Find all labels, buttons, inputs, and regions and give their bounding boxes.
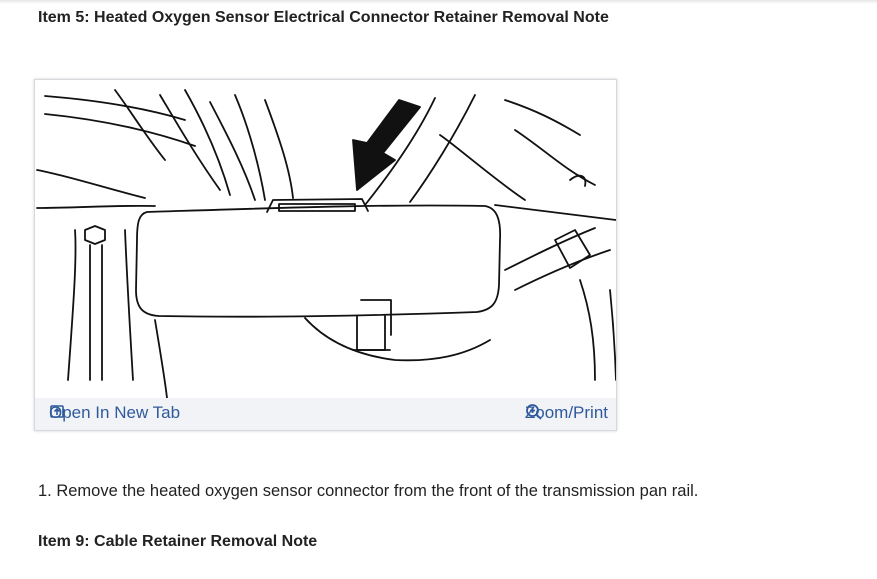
open-in-new-tab-link[interactable]: Open In New Tab (49, 403, 180, 423)
open-in-new-tab-label: Open In New Tab (49, 403, 181, 422)
figure-toolbar: Open In New Tab Zoom/Print (35, 398, 616, 430)
top-shadow-bar (0, 0, 877, 4)
section-heading-item-9: Item 9: Cable Retainer Removal Note (38, 533, 318, 550)
step-1-text: 1. Remove the heated oxygen sensor conne… (38, 482, 699, 500)
zoom-print-link[interactable]: Zoom/Print (525, 403, 608, 423)
zoom-print-label: Zoom/Print (524, 403, 608, 422)
line-drawing-illustration (36, 89, 616, 398)
section-heading-item-5: Item 5: Heated Oxygen Sensor Electrical … (38, 9, 609, 26)
figure-card: Open In New Tab Zoom/Print (34, 79, 617, 431)
magnifier-plus-icon (525, 404, 542, 420)
open-new-tab-icon (50, 405, 64, 418)
